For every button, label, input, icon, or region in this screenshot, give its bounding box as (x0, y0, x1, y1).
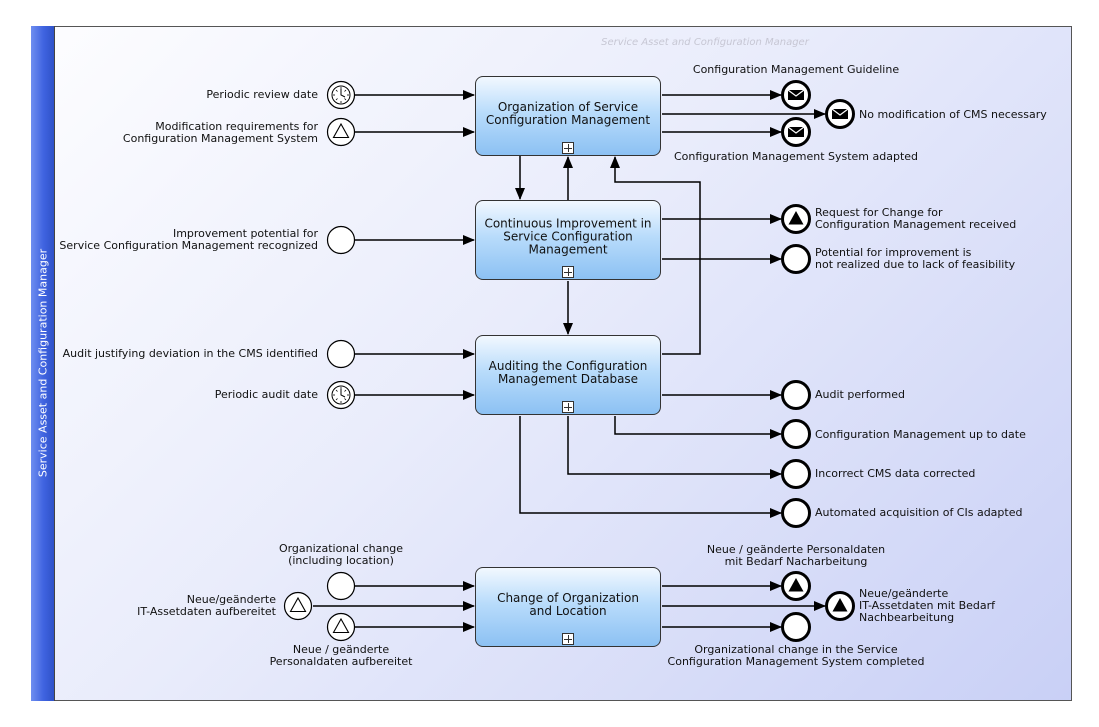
triangle-filled-icon (788, 211, 804, 225)
start-label-personal: Neue / geänderte Personaldaten aufbereit… (269, 643, 413, 668)
triangle-icon (332, 617, 350, 634)
task-label: Organization of Service Configuration Ma… (485, 99, 651, 127)
start-label-improvement-potential: Improvement potential for Service Config… (59, 227, 318, 252)
flow-to-cm-up-to-date[interactable] (614, 416, 782, 439)
start-event-periodic-review[interactable] (326, 80, 356, 110)
end-label-no-modification: No modification of CMS necessary (859, 108, 1047, 121)
task-label: Change of Organization and Location (497, 590, 639, 618)
end-label-cms-adapted: Configuration Management System adapted (673, 150, 919, 163)
task-organization[interactable]: Organization of Service Configuration Ma… (475, 76, 661, 156)
start-label-audit-deviation: Audit justifying deviation in the CMS id… (62, 347, 318, 360)
start-label-periodic-review: Periodic review date (206, 88, 318, 101)
end-label-not-realized: Potential for improvement is not realize… (815, 246, 1016, 271)
end-event-cms-adapted[interactable] (781, 117, 811, 147)
start-label-modification-req: Modification requirements for Configurat… (122, 120, 318, 145)
subprocess-marker-icon[interactable] (562, 266, 574, 278)
end-event-incorrect-corrected[interactable] (781, 459, 811, 489)
end-label-incorrect-corrected: Incorrect CMS data corrected (815, 467, 976, 480)
task-label: Auditing the Configuration Management Da… (488, 358, 648, 386)
task-change[interactable]: Change of Organization and Location (475, 567, 661, 647)
end-event-no-modification[interactable] (825, 99, 855, 129)
end-event-it-asset-nachbearbeitung[interactable] (825, 591, 855, 621)
start-label-org-change: Organizational change (including locatio… (278, 542, 404, 567)
start-label-periodic-audit: Periodic audit date (214, 388, 318, 401)
end-label-personal-nacharbeitung: Neue / geänderte Personaldaten mit Bedar… (706, 543, 886, 568)
task-improvement[interactable]: Continuous Improvement in Service Config… (475, 200, 661, 280)
end-label-automated-ci: Automated acquisition of CIs adapted (815, 506, 1023, 519)
triangle-icon (332, 122, 350, 139)
end-event-cm-up-to-date[interactable] (781, 419, 811, 449)
end-event-guideline[interactable] (781, 80, 811, 110)
envelope-icon (787, 126, 805, 137)
end-label-it-asset-nachbearbeitung: Neue/geänderte IT-Assetdaten mit Bedarf … (859, 587, 996, 624)
lane-header[interactable] (31, 26, 55, 701)
end-event-not-realized[interactable] (781, 244, 811, 274)
subprocess-marker-icon[interactable] (562, 142, 574, 154)
flow-to-incorrect-corrected[interactable] (567, 416, 782, 479)
flow-auditing-to-org[interactable] (610, 156, 701, 355)
start-event-personal[interactable] (326, 612, 356, 642)
end-event-personal-nacharbeitung[interactable] (781, 571, 811, 601)
subprocess-marker-icon[interactable] (562, 633, 574, 645)
timer-icon (331, 385, 351, 405)
start-event-it-asset[interactable] (283, 591, 313, 621)
flow-to-automated-ci[interactable] (519, 416, 782, 518)
end-label-guideline: Configuration Management Guideline (692, 63, 900, 76)
subprocess-marker-icon[interactable] (562, 401, 574, 413)
task-label: Continuous Improvement in Service Config… (484, 216, 652, 257)
start-event-org-change[interactable] (326, 571, 356, 601)
end-label-rfc: Request for Change for Configuration Man… (815, 206, 1017, 231)
start-event-modification-req[interactable] (326, 117, 356, 147)
envelope-icon (831, 108, 849, 119)
end-event-automated-ci[interactable] (781, 498, 811, 528)
end-event-audit-performed[interactable] (781, 380, 811, 410)
end-label-audit-performed: Audit performed (815, 388, 906, 401)
pool-watermark: Service Asset and Configuration Manager (601, 37, 809, 48)
start-label-it-asset: Neue/geänderte IT-Assetdaten aufbereitet (137, 593, 276, 618)
triangle-filled-icon (832, 598, 848, 612)
end-event-rfc[interactable] (781, 204, 811, 234)
end-event-org-change-completed[interactable] (781, 612, 811, 642)
start-event-improvement-potential[interactable] (326, 225, 356, 255)
start-event-audit-deviation[interactable] (326, 339, 356, 369)
end-label-org-change-completed: Organizational change in the Service Con… (667, 643, 925, 668)
task-auditing[interactable]: Auditing the Configuration Management Da… (475, 335, 661, 415)
timer-icon (331, 85, 351, 105)
end-label-cm-up-to-date: Configuration Management up to date (815, 428, 1026, 441)
triangle-icon (289, 596, 307, 613)
triangle-filled-icon (788, 578, 804, 592)
start-event-periodic-audit[interactable] (326, 380, 356, 410)
envelope-icon (787, 89, 805, 100)
